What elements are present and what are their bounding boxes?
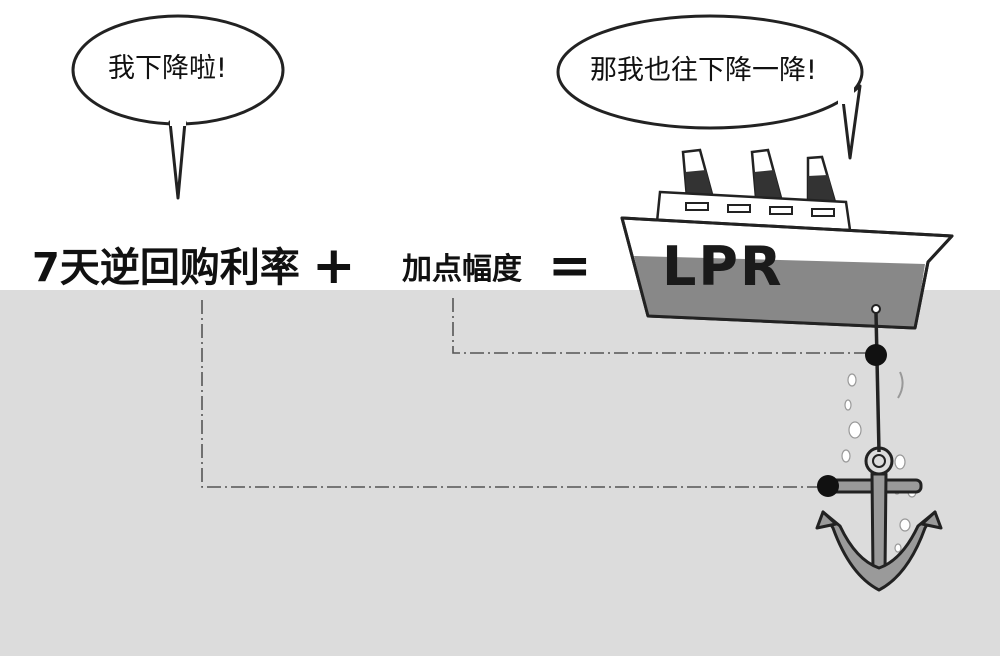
formula-plus-sign: +: [312, 236, 356, 296]
anchor-marker-dot: [817, 475, 839, 497]
connector-lines: [201, 298, 876, 488]
connector-line-repo: [201, 300, 828, 488]
formula-term-repo-rate: 7天逆回购利率: [32, 245, 300, 291]
speech-bubble-right: [556, 14, 864, 160]
ship: [620, 148, 954, 330]
connector-line-spread: [452, 298, 876, 354]
water-area: [0, 290, 1000, 656]
speech-bubble-right-text: 那我也往下降一降!: [590, 55, 817, 86]
formula-term-spread: 加点幅度: [402, 252, 522, 287]
formula-equals-sign: =: [548, 236, 592, 296]
speech-bubble-left-text: 我下降啦!: [108, 53, 227, 84]
formula-result-lpr: LPR: [662, 235, 784, 298]
speech-bubble-left: [71, 14, 285, 200]
anchor-chain: [865, 304, 887, 453]
anchor: [815, 446, 943, 592]
chain-marker-dot: [865, 344, 887, 366]
